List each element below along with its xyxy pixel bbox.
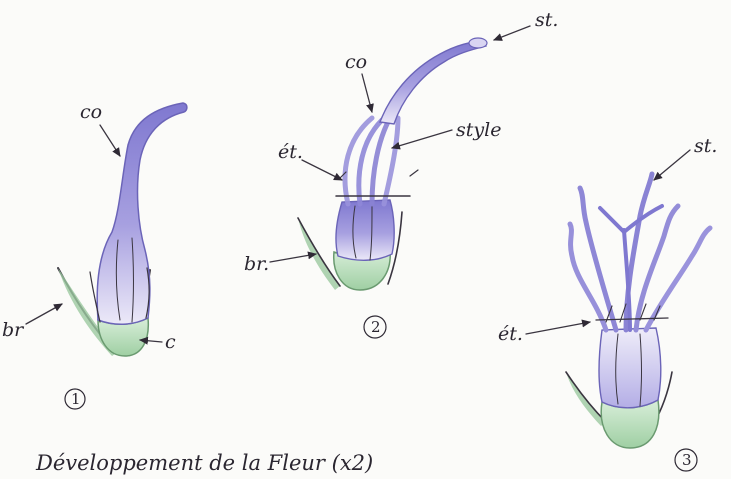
label-co-1: co (80, 101, 102, 123)
opening-flower-drawing: 2 (298, 38, 487, 338)
stage-1-number: 1 (71, 390, 81, 408)
stage-3-number: 3 (682, 451, 692, 469)
label-st-2: st. (535, 9, 558, 31)
label-et-2: ét. (278, 141, 303, 163)
figure-caption: Développement de la Fleur (x2) (35, 451, 373, 475)
label-co-2: co (345, 51, 367, 73)
label-br-2: br. (244, 253, 269, 275)
label-br-1: br (2, 319, 25, 341)
corolla (97, 103, 187, 324)
label-c-1: c (165, 331, 176, 353)
stage-2-number: 2 (371, 318, 381, 336)
flower-bud-drawing: 1 (58, 103, 187, 409)
label-st-3: st. (694, 135, 717, 157)
label-et-3: ét. (498, 323, 523, 345)
label-style-2: style (456, 119, 501, 141)
